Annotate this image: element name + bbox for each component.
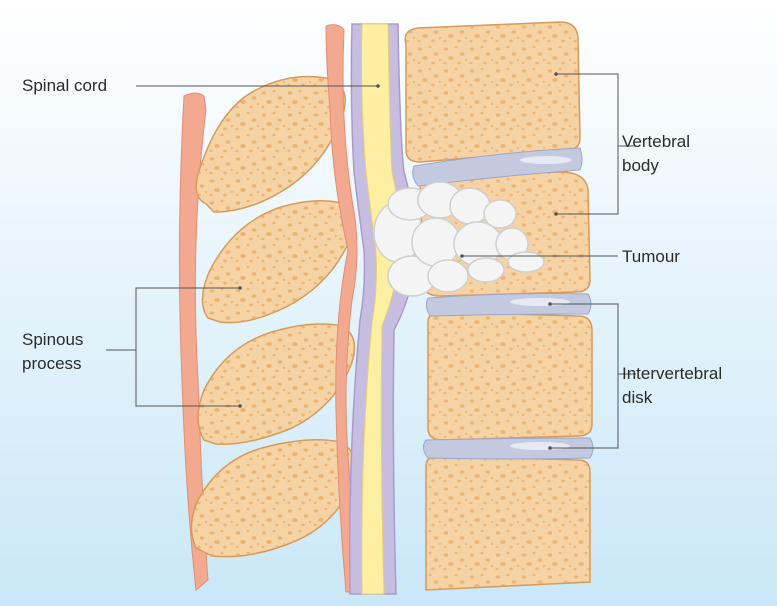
vertebral-body-label: Vertebral body: [622, 130, 690, 178]
tumour-label-text: Tumour: [622, 247, 680, 266]
spinous-process-label: Spinous process: [22, 328, 83, 376]
vertebral-body-label-line1: Vertebral: [622, 130, 690, 154]
spinous-process-label-line1: Spinous: [22, 328, 83, 352]
intervertebral-disk-label: Intervertebral disk: [622, 362, 722, 410]
spinous-process-label-line2: process: [22, 352, 83, 376]
vertebral-body-4: [420, 452, 596, 594]
tumour-label: Tumour: [622, 245, 680, 269]
intervertebral-disk-label-line1: Intervertebral: [622, 362, 722, 386]
vertebral-body-3: [424, 308, 596, 444]
vertebral-body-label-line2: body: [622, 154, 690, 178]
spinal-cord-label-text: Spinal cord: [22, 76, 107, 95]
spinal-cord-label: Spinal cord: [22, 74, 107, 98]
intervertebral-disk-2: [426, 294, 591, 317]
intervertebral-disk-label-line2: disk: [622, 386, 722, 410]
vertebral-body-1: [400, 18, 585, 166]
